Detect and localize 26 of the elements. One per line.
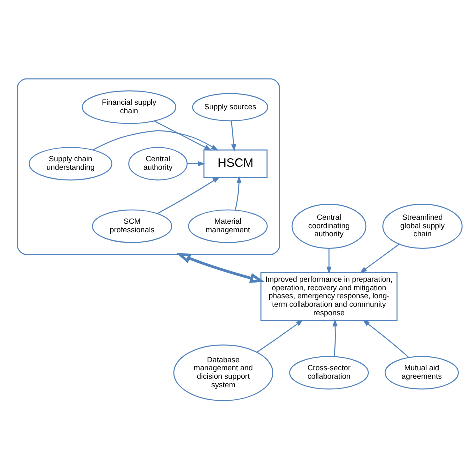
arrow bbox=[362, 320, 410, 358]
node-ellipse: Central coordinating authority bbox=[292, 204, 367, 249]
node-ellipse: SCM professionals bbox=[92, 210, 172, 244]
arrow bbox=[157, 176, 220, 214]
node-ellipse: Central authority bbox=[128, 147, 188, 181]
node-ellipse: Financial supply chain bbox=[82, 90, 177, 124]
node-box: HSCM bbox=[204, 150, 268, 178]
arrow bbox=[256, 320, 304, 353]
arrow bbox=[176, 253, 265, 284]
arrow bbox=[326, 248, 332, 274]
node-ellipse: Streamlined global supply chain bbox=[382, 204, 463, 249]
arrow bbox=[231, 120, 236, 152]
node-ellipse: Supply sources bbox=[192, 93, 268, 122]
arrow bbox=[92, 130, 219, 151]
arrow bbox=[186, 161, 206, 167]
node-ellipse: Supply chain understanding bbox=[28, 147, 113, 181]
arrow bbox=[360, 244, 400, 274]
arrow bbox=[332, 319, 338, 358]
node-box: Improved performance in preparation, operation, recovery and mitigation phases, emergency response, long-term collaboration and community response bbox=[260, 272, 398, 322]
node-ellipse: Material management bbox=[188, 210, 268, 244]
node-ellipse: Cross-sector collaboration bbox=[289, 356, 370, 390]
cluster bbox=[17, 78, 280, 256]
node-ellipse: Database management and dicision support system bbox=[174, 344, 274, 402]
node-ellipse: Mutual aid agreements bbox=[384, 356, 460, 390]
arrow bbox=[235, 176, 242, 211]
arrow bbox=[154, 120, 212, 151]
